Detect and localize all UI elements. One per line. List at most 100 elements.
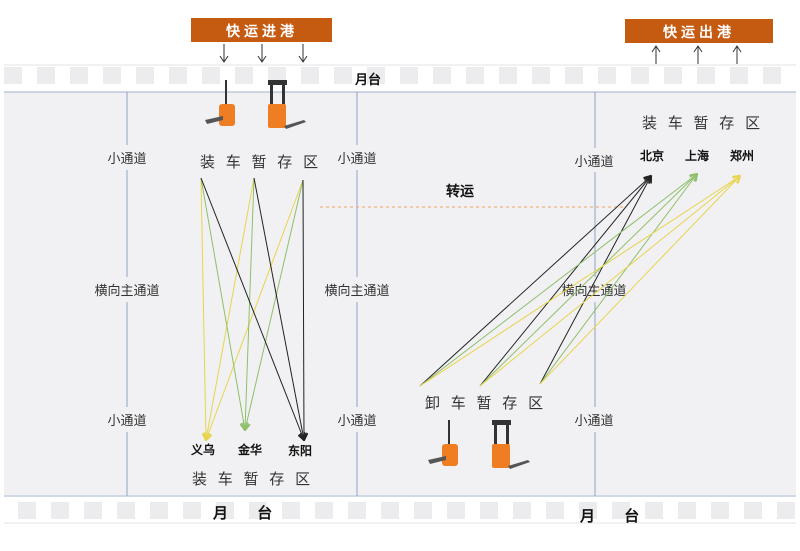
dock-label-top: 月台: [354, 72, 381, 88]
dock-tile: [466, 67, 484, 84]
transfer-label: 转运: [446, 183, 474, 200]
loading-zone-label: 装 车 暂 存 区: [642, 114, 763, 132]
dock-tile: [70, 67, 88, 84]
dock-tile: [631, 67, 649, 84]
dock-tile: [315, 502, 333, 519]
outbound-banner: 快运出港: [625, 19, 773, 43]
dock-tile: [414, 502, 432, 519]
dock-tile: [249, 502, 267, 519]
dock-tile: [348, 502, 366, 519]
flow-arrow-to-shanghai: [479, 174, 697, 387]
dock-tile: [645, 502, 663, 519]
dock-tile: [216, 502, 234, 519]
flow-arrow-to-jinhua: [245, 179, 304, 430]
city-label: 上海: [685, 148, 709, 163]
dock-tile: [37, 67, 55, 84]
dock-tile: [579, 502, 597, 519]
aisle-label-main: 横向主通道: [561, 283, 626, 299]
dock-tile: [513, 502, 531, 519]
dock-tile: [235, 67, 253, 84]
dock-strip-bottom: [18, 502, 795, 519]
flow-arrow-to-zhengzhou: [539, 176, 740, 385]
dock-tile: [136, 67, 154, 84]
aisle-label-main: 横向主通道: [94, 283, 159, 299]
forklift-icon: [268, 80, 306, 129]
dock-tile: [282, 502, 300, 519]
flow-arrow-to-beijing: [539, 176, 651, 385]
flow-arrow-to-dongyang: [200, 177, 304, 440]
dock-tile: [697, 67, 715, 84]
dock-tile: [18, 502, 36, 519]
flow-arrow-to-beijing: [479, 176, 651, 387]
dock-tile: [711, 502, 729, 519]
dock-tile: [612, 502, 630, 519]
outbound-arrows: [651, 45, 742, 64]
forklift-icon: [205, 80, 235, 126]
aisle-label-small: 小通道: [574, 155, 613, 170]
dock-tile: [334, 67, 352, 84]
dock-tile: [117, 502, 135, 519]
city-label: 义乌: [190, 442, 215, 457]
dock-tile: [301, 67, 319, 84]
dock-tile: [546, 502, 564, 519]
city-label: 东阳: [288, 443, 312, 458]
aisle-label-small: 小通道: [107, 152, 146, 167]
flow-arrow-to-shanghai: [419, 174, 697, 387]
dock-tile: [763, 67, 781, 84]
dock-tile: [447, 502, 465, 519]
aisle-label-small: 小通道: [574, 414, 613, 429]
flow-arrow-to-yiwu: [200, 177, 206, 440]
dock-tile: [183, 502, 201, 519]
flow-arrow-to-dongyang: [303, 179, 304, 440]
dock-tile: [777, 502, 795, 519]
aisle-label-small: 小通道: [337, 414, 376, 429]
dock-tile: [84, 502, 102, 519]
city-label: 北京: [640, 148, 664, 163]
flow-arrow-to-yiwu: [206, 179, 304, 440]
aisle-lines: [126, 92, 596, 496]
dock-tile: [598, 67, 616, 84]
city-label: 郑州: [730, 148, 754, 163]
dock-tile: [169, 67, 187, 84]
flow-arrow-to-jinhua: [200, 177, 245, 430]
warehouse-floor: [4, 92, 796, 495]
forklift-icon: [428, 420, 458, 466]
flow-arrow-to-jinhua: [245, 177, 255, 430]
loading-zone-label: 装 车 暂 存 区: [200, 153, 321, 171]
dock-tile: [664, 67, 682, 84]
inbound-arrows: [219, 44, 308, 63]
forklift-icon: [492, 420, 530, 469]
city-label: 金华: [237, 442, 262, 457]
outbound-label: 快运出港: [663, 24, 735, 41]
dock-tile: [400, 67, 418, 84]
dock-tile: [103, 67, 121, 84]
dock-tile: [499, 67, 517, 84]
dock-tile: [202, 67, 220, 84]
dock-tile: [367, 67, 385, 84]
dock-label-bottom-left: 月 台: [212, 504, 284, 522]
aisle-label-small: 小通道: [337, 152, 376, 167]
dock-label-bottom-right: 月 台: [579, 507, 651, 525]
dock-tile: [480, 502, 498, 519]
dock-tile: [381, 502, 399, 519]
dock-tile: [4, 67, 22, 84]
dock-tile: [51, 502, 69, 519]
dock-tile: [678, 502, 696, 519]
dock-tile: [150, 502, 168, 519]
dock-tile: [744, 502, 762, 519]
flow-arrow-to-zhengzhou: [419, 176, 740, 387]
flow-arrow-to-shanghai: [539, 174, 697, 385]
inbound-label: 快运进港: [226, 23, 298, 40]
loading-zone-label: 装 车 暂 存 区: [192, 470, 313, 488]
flow-arrows: [200, 174, 740, 440]
aisle-label-main: 横向主通道: [324, 283, 389, 299]
inbound-banner: 快运进港: [191, 18, 332, 42]
dock-tile: [565, 67, 583, 84]
dock-strip-top: [4, 67, 781, 84]
flow-arrow-to-zhengzhou: [479, 176, 740, 387]
flow-arrow-to-yiwu: [206, 177, 255, 440]
unloading-zone-label: 卸 车 暂 存 区: [425, 394, 546, 412]
flow-arrow-to-dongyang: [253, 177, 304, 440]
dock-tile: [532, 67, 550, 84]
